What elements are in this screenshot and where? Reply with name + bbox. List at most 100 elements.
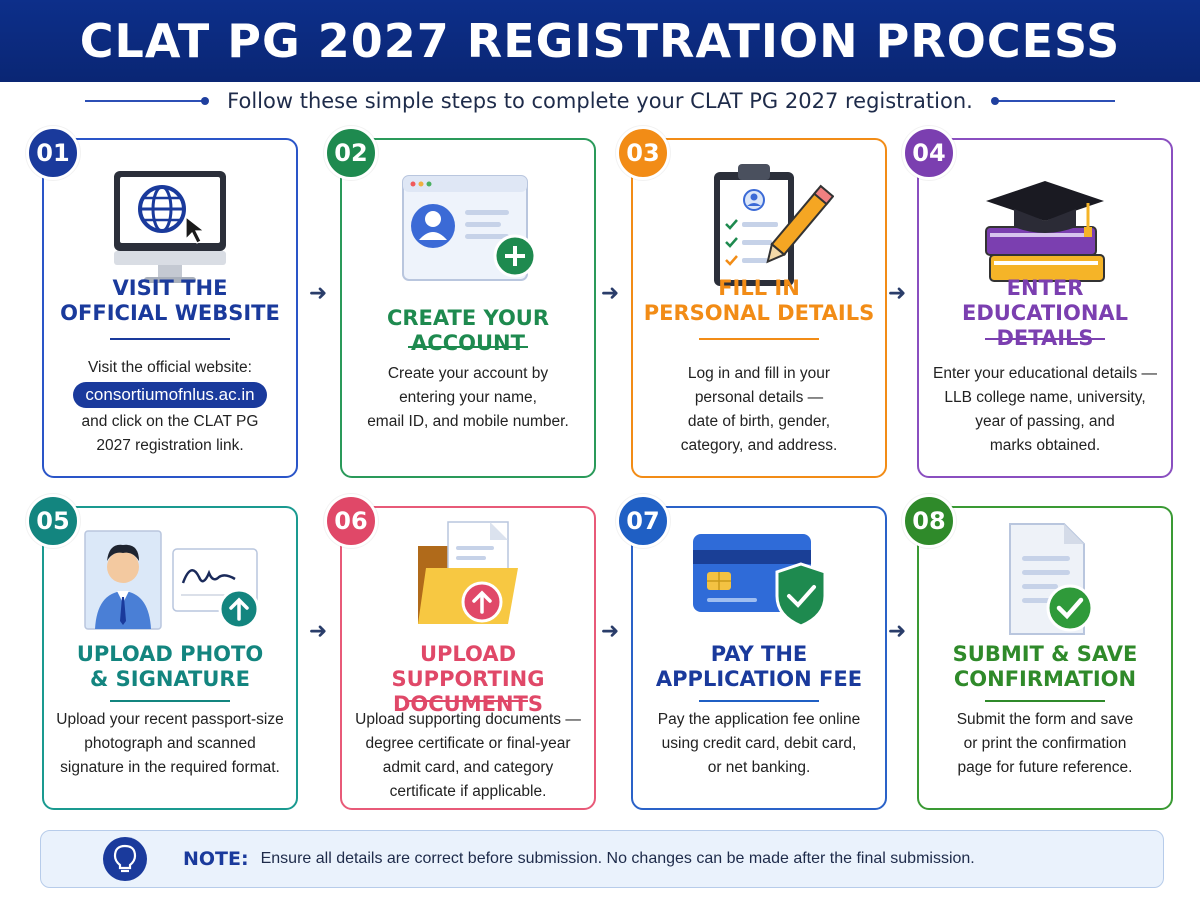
step-7-description: Pay the application fee online using cre…	[643, 708, 875, 780]
step-7-card: PAY THE APPLICATION FEE Pay the applicat…	[631, 506, 887, 810]
step-8-desc-line: page for future reference.	[957, 759, 1133, 776]
step-5-description: Upload your recent passport-size photogr…	[54, 708, 286, 780]
step-4-description: Enter your educational details — LLB col…	[929, 362, 1161, 458]
step-3-card: FILL IN PERSONAL DETAILS Log in and fill…	[631, 138, 887, 478]
subtitle: Follow these simple steps to complete yo…	[227, 89, 973, 113]
step-4-title-line1: ENTER EDUCATIONAL	[961, 276, 1129, 325]
step-8-title: SUBMIT & SAVE CONFIRMATION	[927, 642, 1163, 692]
document-check-icon	[919, 514, 1171, 638]
step-7-title-rule	[699, 700, 819, 702]
step-8-badge: 08	[902, 494, 956, 548]
step-6-desc-line: degree certificate or final-year	[365, 735, 571, 752]
step-1-title-line1: VISIT THE	[112, 276, 228, 300]
step-2-title-rule	[408, 346, 528, 348]
step-2-title-line1: CREATE YOUR ACCOUNT	[386, 306, 550, 355]
step-7-title: PAY THE APPLICATION FEE	[641, 642, 877, 692]
step-1-title-line2: OFFICIAL WEBSITE	[60, 301, 280, 325]
step-6-description: Upload supporting documents — degree cer…	[352, 708, 584, 804]
step-7-title-line2: APPLICATION FEE	[655, 667, 863, 691]
step-1-desc-line: Visit the official website:	[88, 359, 252, 376]
page-title: CLAT PG 2027 REGISTRATION PROCESS	[79, 14, 1121, 68]
graduation-books-icon	[919, 158, 1171, 298]
step-1-desc-line: 2027 registration link.	[96, 437, 244, 454]
step-7-desc-line: or net banking.	[707, 759, 811, 776]
step-4-title-rule	[985, 338, 1105, 340]
step-6-desc-line: admit card, and category	[382, 759, 554, 776]
step-2-card: CREATE YOUR ACCOUNT Create your account …	[340, 138, 596, 478]
computer-globe-icon	[44, 158, 296, 298]
step-8-card: SUBMIT & SAVE CONFIRMATION Submit the fo…	[917, 506, 1173, 810]
step-1-title: VISIT THE OFFICIAL WEBSITE	[52, 276, 288, 326]
step-8-title-line1: SUBMIT & SAVE	[952, 642, 1138, 666]
arrow-right-icon: ➜	[600, 618, 620, 643]
step-8-title-rule	[985, 700, 1105, 702]
step-2-desc-line: entering your name,	[399, 389, 537, 406]
subtitle-row: Follow these simple steps to complete yo…	[0, 86, 1200, 116]
step-1-card: VISIT THE OFFICIAL WEBSITE Visit the off…	[42, 138, 298, 478]
step-4-desc-line: Enter your educational details —	[932, 365, 1158, 382]
step-2-title: CREATE YOUR ACCOUNT	[350, 306, 586, 356]
subtitle-right-line	[990, 97, 1115, 105]
step-3-title-rule	[699, 338, 819, 340]
step-6-desc-line: Upload supporting documents —	[355, 711, 581, 728]
arrow-right-icon: ➜	[308, 618, 328, 643]
step-8-title-line2: CONFIRMATION	[953, 667, 1137, 691]
step-6-desc-line: certificate if applicable.	[389, 783, 547, 800]
step-2-description: Create your account by entering your nam…	[352, 362, 584, 434]
step-4-badge: 04	[902, 126, 956, 180]
step-5-title-line1: UPLOAD PHOTO	[76, 642, 264, 666]
step-6-badge: 06	[324, 494, 378, 548]
step-8-desc-line: or print the confirmation	[963, 735, 1127, 752]
step-5-title-rule	[110, 700, 230, 702]
step-5-badge: 05	[26, 494, 80, 548]
step-5-card: UPLOAD PHOTO & SIGNATURE Upload your rec…	[42, 506, 298, 810]
step-3-title-line2: PERSONAL DETAILS	[643, 301, 875, 325]
step-6-title-line1: UPLOAD SUPPORTING	[391, 642, 545, 691]
lightbulb-icon	[103, 837, 147, 881]
step-5-desc-line: photograph and scanned	[84, 735, 256, 752]
note-label: NOTE:	[183, 848, 249, 870]
folder-upload-icon	[342, 514, 594, 638]
profile-add-icon	[342, 158, 594, 298]
step-3-title: FILL IN PERSONAL DETAILS	[641, 276, 877, 326]
header-banner: CLAT PG 2027 REGISTRATION PROCESS	[0, 0, 1200, 82]
official-website-link[interactable]: consortiumofnlus.ac.in	[73, 382, 267, 408]
step-4-desc-line: LLB college name, university,	[944, 389, 1146, 406]
step-4-card: ENTER EDUCATIONAL DETAILS Enter your edu…	[917, 138, 1173, 478]
step-5-title: UPLOAD PHOTO & SIGNATURE	[52, 642, 288, 692]
step-1-desc-line: and click on the CLAT PG	[81, 413, 259, 430]
step-7-desc-line: using credit card, debit card,	[661, 735, 857, 752]
note-bar: NOTE: Ensure all details are correct bef…	[40, 830, 1164, 888]
step-5-desc-line: signature in the required format.	[60, 759, 280, 776]
step-3-desc-line: category, and address.	[680, 437, 838, 454]
photo-signature-upload-icon	[44, 516, 296, 636]
subtitle-left-line	[85, 97, 210, 105]
note-text: Ensure all details are correct before su…	[260, 850, 975, 867]
step-7-desc-line: Pay the application fee online	[657, 711, 861, 728]
step-6-title-line2: DOCUMENTS	[392, 692, 543, 716]
step-2-desc-line: Create your account by	[387, 365, 549, 382]
step-5-desc-line: Upload your recent passport-size	[56, 711, 284, 728]
step-7-badge: 07	[616, 494, 670, 548]
step-5-title-line2: & SIGNATURE	[90, 667, 250, 691]
step-2-desc-line: email ID, and mobile number.	[367, 413, 569, 430]
step-1-title-rule	[110, 338, 230, 340]
step-1-badge: 01	[26, 126, 80, 180]
arrow-right-icon: ➜	[887, 280, 907, 305]
step-3-badge: 03	[616, 126, 670, 180]
step-8-description: Submit the form and save or print the co…	[929, 708, 1161, 780]
step-3-desc-line: date of birth, gender,	[687, 413, 831, 430]
step-2-badge: 02	[324, 126, 378, 180]
arrow-right-icon: ➜	[600, 280, 620, 305]
credit-card-shield-icon	[633, 514, 885, 638]
step-4-title: ENTER EDUCATIONAL DETAILS	[927, 276, 1163, 351]
step-3-description: Log in and fill in your personal details…	[643, 362, 875, 458]
step-3-title-line1: FILL IN	[718, 276, 800, 300]
step-4-desc-line: year of passing, and	[975, 413, 1115, 430]
arrow-right-icon: ➜	[308, 280, 328, 305]
step-1-description: Visit the official website: consortiumof…	[54, 356, 286, 458]
step-3-desc-line: personal details —	[694, 389, 824, 406]
arrow-right-icon: ➜	[887, 618, 907, 643]
step-6-title: UPLOAD SUPPORTING DOCUMENTS	[350, 642, 586, 717]
step-7-title-line1: PAY THE	[710, 642, 808, 666]
